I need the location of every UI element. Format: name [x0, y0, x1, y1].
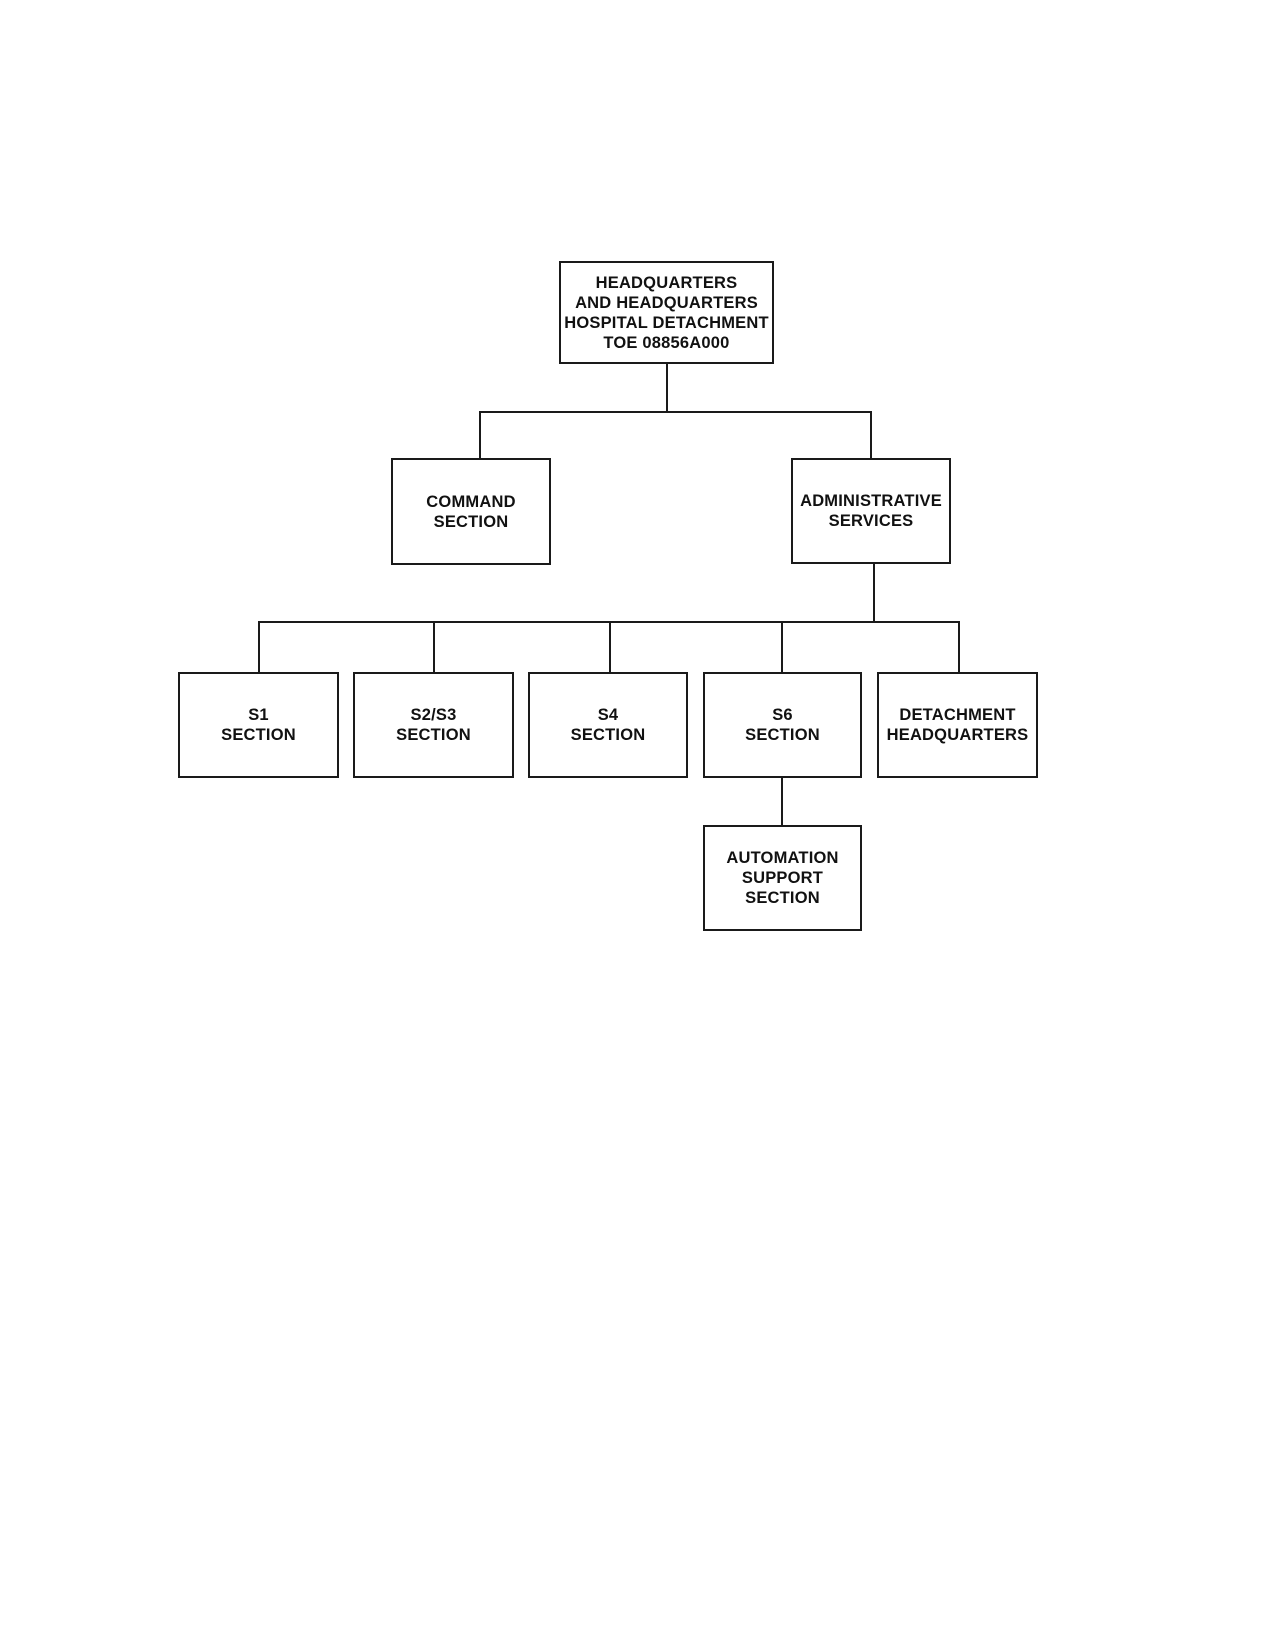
node-detachment-headquarters: DETACHMENT HEADQUARTERS	[877, 672, 1038, 778]
connector-to-s6-section	[781, 621, 783, 673]
connector-root-down	[666, 364, 668, 412]
connector-level1-bus	[479, 411, 872, 413]
connector-to-s2s3-section	[433, 621, 435, 673]
node-label-line: SECTION	[433, 512, 509, 531]
connector-administrative-down	[873, 564, 875, 623]
node-label-line: HOSPITAL DETACHMENT	[564, 313, 769, 332]
connector-to-detachment-headquarters	[958, 621, 960, 673]
connector-to-s4-section	[609, 621, 611, 673]
connector-to-automation-support-section	[781, 778, 783, 826]
node-label-line: COMMAND	[426, 492, 516, 511]
node-s2s3-section: S2/S3 SECTION	[353, 672, 514, 778]
node-administrative-services: ADMINISTRATIVE SERVICES	[791, 458, 951, 564]
node-label-line: HEADQUARTERS	[595, 273, 738, 292]
node-label-line: S6	[772, 706, 793, 724]
connector-to-command-section	[479, 411, 481, 459]
connector-to-s1-section	[258, 621, 260, 673]
node-label-line: SERVICES	[828, 512, 914, 530]
node-label-line: ADMINISTRATIVE	[800, 492, 942, 510]
node-command-section: COMMAND SECTION	[391, 458, 551, 565]
node-label-line: AUTOMATION	[726, 849, 839, 867]
node-label-line: S1	[248, 706, 269, 724]
node-label-line: S4	[597, 706, 619, 724]
node-label-line: SECTION	[745, 889, 820, 907]
node-label-line: SECTION	[396, 726, 471, 744]
node-s4-section: S4 SECTION	[528, 672, 688, 778]
node-label-line: SUPPORT	[741, 869, 824, 887]
node-automation-support-section: AUTOMATION SUPPORT SECTION	[703, 825, 862, 931]
node-s6-section: S6 SECTION	[703, 672, 862, 778]
node-s1-section: S1 SECTION	[178, 672, 339, 778]
node-label-line: HEADQUARTERS	[886, 726, 1029, 744]
node-label-line: AND HEADQUARTERS	[575, 293, 758, 312]
node-label-line: SECTION	[570, 726, 646, 744]
node-label-line: TOE 08856A000	[603, 333, 730, 352]
node-label-line: SECTION	[221, 726, 296, 744]
connector-to-administrative-services	[870, 411, 872, 459]
node-label-line: DETACHMENT	[899, 706, 1016, 724]
node-headquarters: HEADQUARTERS AND HEADQUARTERS HOSPITAL D…	[559, 261, 774, 364]
node-label-line: SECTION	[745, 726, 820, 744]
node-label-line: S2/S3	[410, 706, 457, 724]
